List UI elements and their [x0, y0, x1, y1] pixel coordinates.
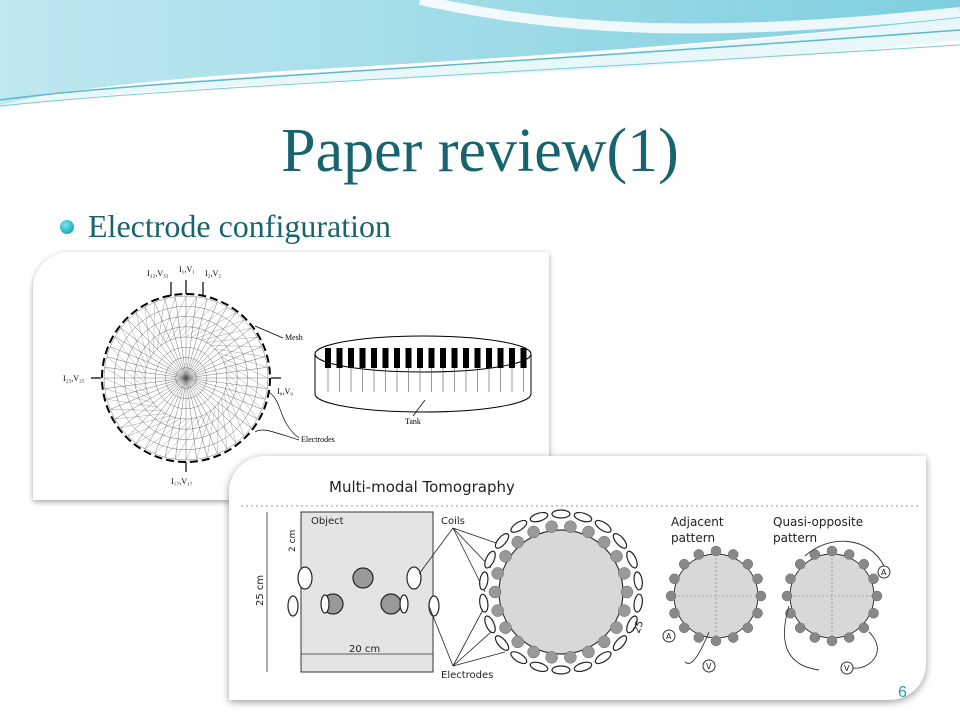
- label-electrodes: Electrodes: [301, 435, 335, 444]
- mesh-circle: [103, 295, 269, 461]
- header-wave-decoration: [0, 0, 960, 108]
- dim-2cm: 2 cm: [288, 530, 298, 552]
- bullet-text: Electrode configuration: [88, 208, 391, 244]
- label-quasi: Quasi-opposite: [773, 515, 863, 529]
- label-i25-v25: I₂₅,V₂₅: [63, 374, 85, 383]
- label-coils: Coils: [441, 516, 465, 527]
- label-tank: Tank: [405, 417, 421, 426]
- tank-drawing: [314, 335, 532, 413]
- quasi-wires: [684, 540, 885, 671]
- slide-title: Paper review(1): [281, 117, 679, 185]
- dim-25cm: 25 cm: [255, 575, 266, 606]
- label-i1-v1: I₁,V₁: [179, 265, 195, 274]
- label-adjacent-pattern: pattern: [671, 531, 715, 545]
- bullet-item: Electrode configuration: [60, 208, 391, 245]
- figure2-title: Multi-modal Tomography: [329, 478, 515, 496]
- marker-v-quasi: V: [844, 664, 850, 673]
- sensor-ring: [479, 509, 643, 675]
- label-i32-v32: I₃₂,V₃₂: [147, 269, 169, 278]
- label-object: Object: [311, 516, 344, 527]
- object-inclusions: [287, 566, 440, 617]
- dim-20cm: 20 cm: [349, 644, 380, 655]
- marker-a-adjacent: A: [666, 632, 672, 641]
- bullet-dot-icon: [60, 219, 74, 234]
- figure-multimodal-tomography: Multi-modal Tomography Object 25 cm 2 cm…: [229, 456, 926, 700]
- dim-25: 25: [631, 619, 646, 635]
- marker-a-quasi: A: [881, 568, 887, 577]
- label-mesh: Mesh: [285, 333, 303, 342]
- label-quasi-pattern: pattern: [773, 531, 817, 545]
- marker-v-adjacent: V: [706, 662, 712, 671]
- label-i2-v2: I₂,V₂: [205, 269, 221, 278]
- slide-number: 6: [898, 684, 907, 701]
- label-electrodes: Electrodes: [441, 670, 493, 681]
- pattern-rings: [665, 545, 883, 647]
- label-i9-v9: I₉,V₉: [277, 387, 293, 396]
- label-i17-v17: I₁₇,V₁₇: [171, 477, 193, 486]
- label-adjacent: Adjacent: [671, 515, 724, 529]
